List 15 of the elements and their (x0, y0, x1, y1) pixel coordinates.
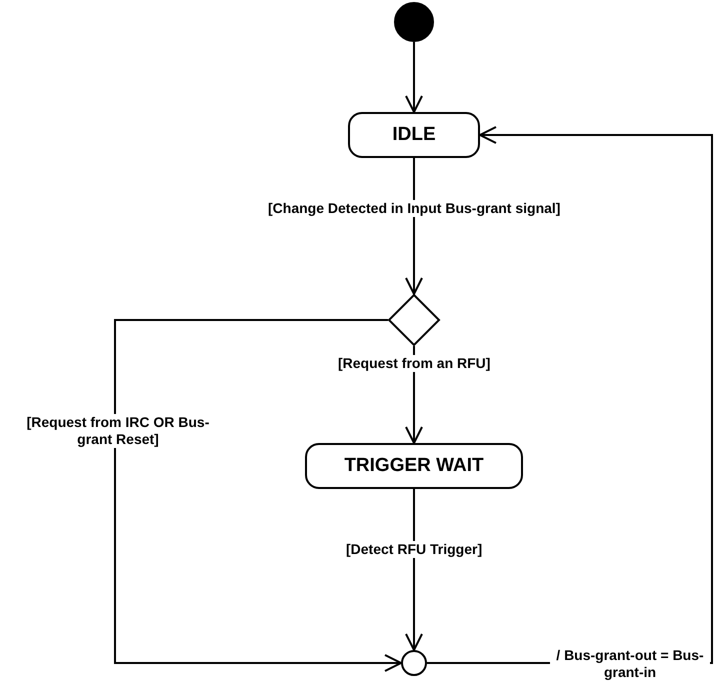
initial-state (394, 2, 434, 42)
arrow (405, 158, 423, 295)
edge-label: [Detect RFU Trigger] (346, 540, 482, 558)
edge-label: / Bus-grant-out = Bus-grant-in (550, 647, 710, 681)
decision-diamond (388, 294, 440, 346)
arrow (405, 42, 423, 113)
state-box (348, 112, 480, 158)
state-box (305, 443, 523, 489)
arrow (405, 489, 423, 651)
state-name: IDLE (392, 124, 436, 146)
merge-node (401, 650, 427, 676)
edge-label: [Change Detected in Input Bus-grant signal] (268, 200, 560, 216)
arrow (114, 319, 402, 672)
state-name: TRIGGER WAIT (344, 455, 484, 477)
edge-label: [Request from an RFU] (338, 354, 490, 372)
